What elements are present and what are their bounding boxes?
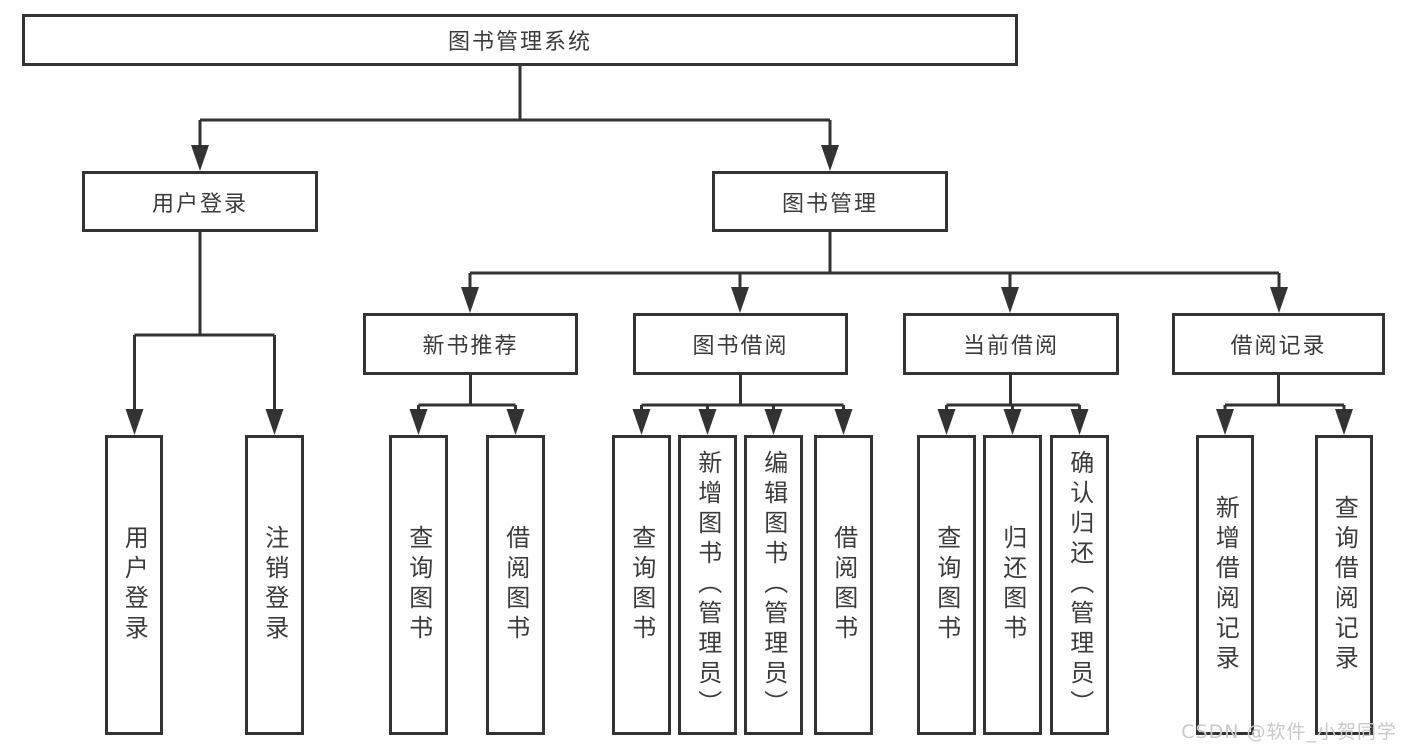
node-book-borrowing-label: 图书借阅: [692, 334, 789, 359]
node-book-management-label: 图书管理: [781, 191, 878, 217]
leaf-user-login-label: 用户登录: [120, 525, 149, 645]
leaf-current-query-books: 查询图书: [917, 435, 976, 735]
leaf-borrowing-borrow-books-label: 借阅图书: [829, 525, 858, 645]
leaf-records-query-record-label: 查询借阅记录: [1330, 495, 1359, 675]
node-root: 图书管理系统: [22, 14, 1018, 66]
leaf-newrec-borrow-books: 借阅图书: [486, 435, 545, 735]
node-user-login: 用户登录: [82, 171, 318, 232]
node-borrowing-records-label: 借阅记录: [1230, 334, 1327, 359]
leaf-current-return-books-label: 归还图书: [998, 525, 1027, 645]
watermark: CSDN @软件_小贺同学: [1181, 721, 1397, 743]
leaf-current-query-books-label: 查询图书: [932, 525, 961, 645]
node-book-management: 图书管理: [712, 171, 948, 232]
leaf-borrowing-query-books-label: 查询图书: [627, 525, 656, 645]
connector-trunks: [134, 66, 1344, 407]
node-book-borrowing: 图书借阅: [633, 313, 848, 375]
node-borrowing-records: 借阅记录: [1172, 313, 1385, 375]
leaf-current-return-books: 归还图书: [983, 435, 1042, 735]
leaf-current-confirm-return-admin: 确认归还（管理员）: [1050, 435, 1109, 735]
node-user-login-label: 用户登录: [151, 191, 248, 217]
leaf-borrowing-edit-books-admin-label: 编辑图书（管理员）: [759, 450, 788, 720]
leaf-borrowing-borrow-books: 借阅图书: [814, 435, 873, 735]
leaf-records-add-record: 新增借阅记录: [1196, 435, 1254, 735]
leaf-newrec-query-books: 查询图书: [389, 435, 448, 735]
leaf-borrowing-add-books-admin-label: 新增图书（管理员）: [693, 450, 722, 720]
leaf-borrowing-edit-books-admin: 编辑图书（管理员）: [744, 435, 803, 735]
leaf-newrec-query-books-label: 查询图书: [404, 525, 433, 645]
leaf-borrowing-add-books-admin: 新增图书（管理员）: [678, 435, 737, 735]
node-new-book-recommend-label: 新书推荐: [422, 334, 519, 359]
leaf-current-confirm-return-admin-label: 确认归还（管理员）: [1065, 450, 1094, 720]
connector-arrows: [125, 120, 1353, 435]
leaf-logout-label: 注销登录: [260, 525, 289, 645]
leaf-records-add-record-label: 新增借阅记录: [1211, 495, 1240, 675]
leaf-borrowing-query-books: 查询图书: [612, 435, 671, 735]
leaf-newrec-borrow-books-label: 借阅图书: [501, 525, 530, 645]
node-root-label: 图书管理系统: [447, 30, 592, 55]
node-current-borrowing-label: 当前借阅: [962, 334, 1059, 359]
leaf-user-login: 用户登录: [105, 435, 163, 735]
leaf-logout: 注销登录: [245, 435, 304, 735]
node-current-borrowing: 当前借阅: [903, 313, 1119, 375]
leaf-records-query-record: 查询借阅记录: [1315, 435, 1373, 735]
node-new-book-recommend: 新书推荐: [363, 313, 578, 375]
